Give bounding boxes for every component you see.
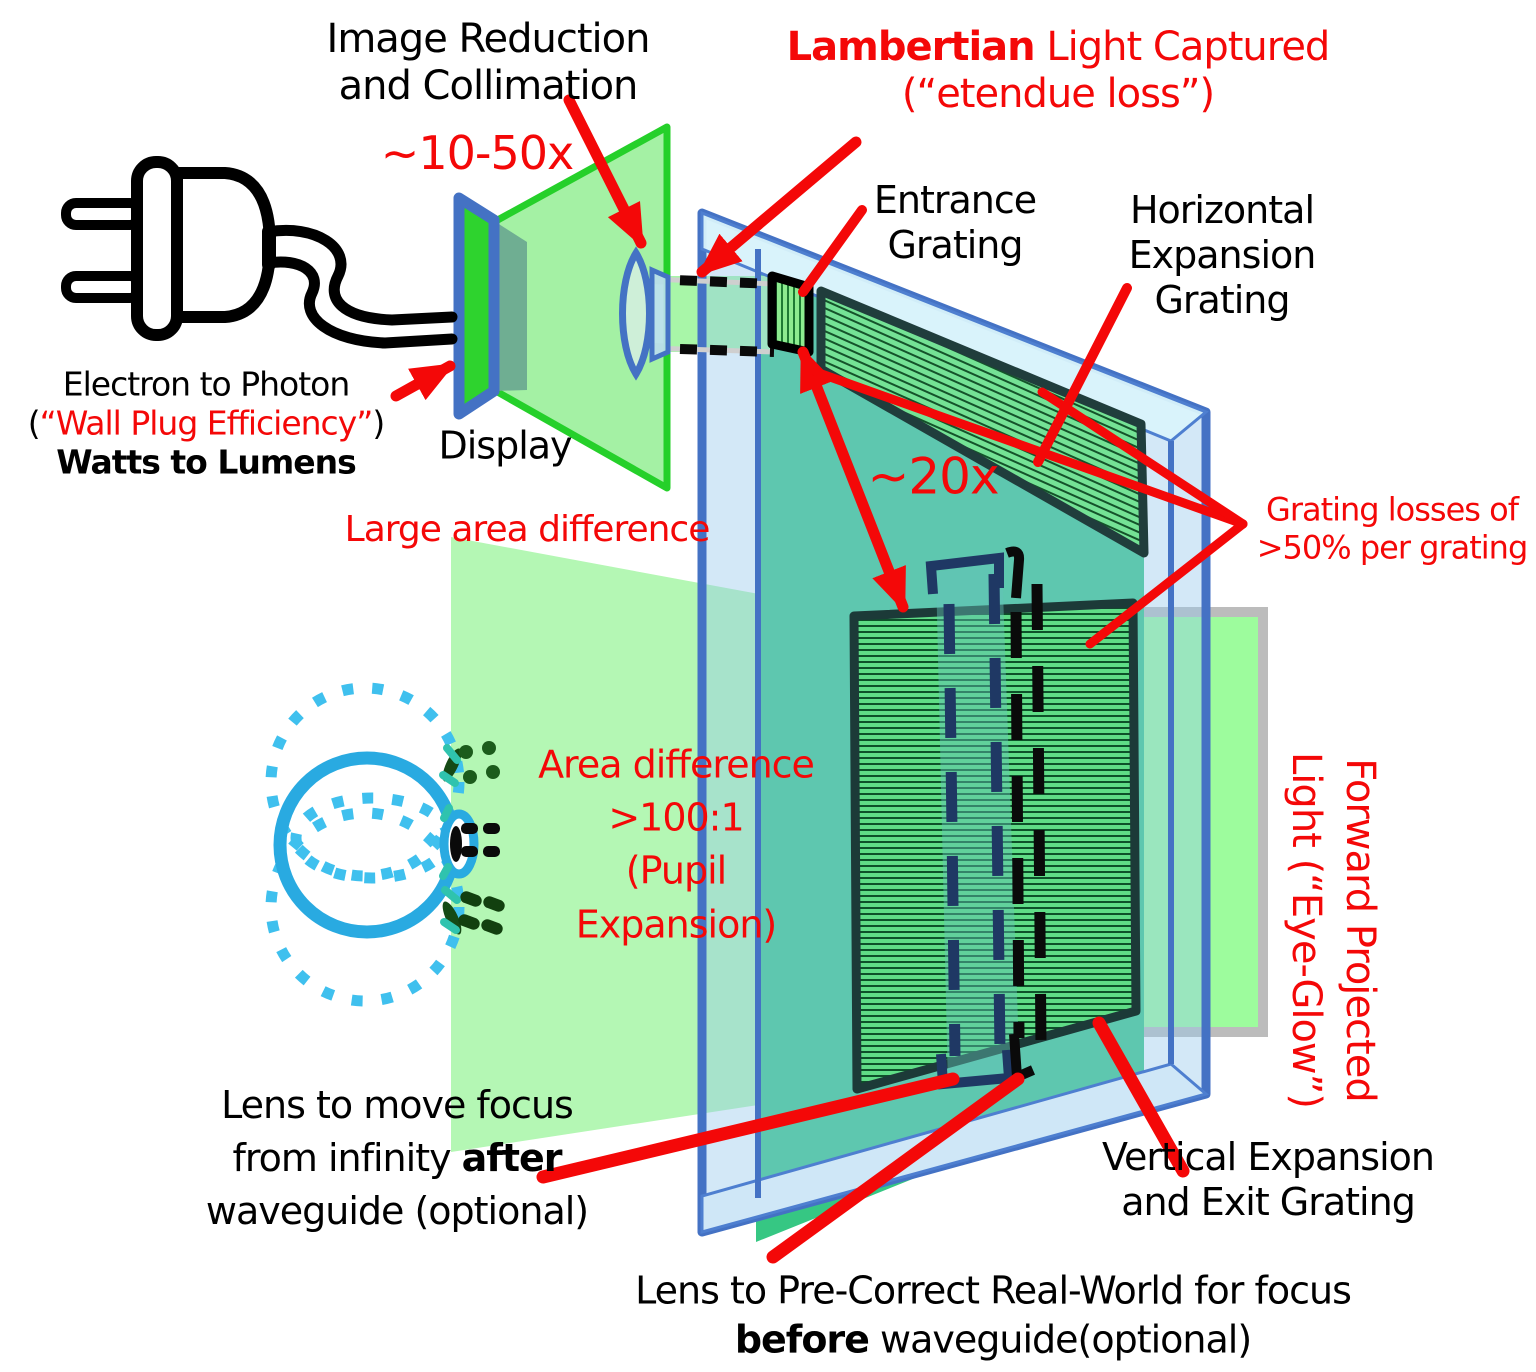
arrow-entrance-grating-pointer [798,205,867,297]
entrance-grating-label: Entrance Grating [873,178,1037,267]
watts-to-lumens-label: Watts to Lumens [56,442,357,482]
wall-plug-efficiency-label: “Wall Plug Efficiency” [39,403,374,443]
display-panel [453,192,500,420]
plug-body [171,167,276,323]
pupil-center-dashes [461,823,500,857]
etendue-loss-label: (“etendue loss”) [901,71,1215,117]
arrow-grating-losses-vertical [1085,519,1248,649]
arrow-lens-after-pointer [536,1072,960,1184]
arrow-vertical-grating-pointer [1092,1016,1190,1178]
gaze-direction-marks [439,744,461,934]
pupil-upper-dots [459,741,500,784]
eye-icon [265,682,505,1007]
power-cord-lower [262,256,458,349]
eyeball-outline [273,751,461,939]
pupil-center [450,826,462,862]
vertical-grating-label: Vertical Expansion and Exit Grating [1102,1135,1435,1224]
large-area-difference-label: Large area difference [344,508,711,550]
collimated-beam-tube [649,274,775,357]
lens-element-2 [649,266,671,363]
eye-position-dotted-lower [265,807,465,1007]
eye-position-dotted-upper [265,682,465,882]
expansion-factor-label: ~20x [867,447,999,506]
eyebox-projection-cone [451,537,856,1152]
pupil-lower-dashes [458,891,505,935]
arrow-image-reduction-to-lens [563,94,647,249]
grating-losses-label: Grating losses of >50% per grating [1256,490,1529,566]
lambertian-bold: Lambertian [786,23,1036,70]
plug-prong-top [61,198,145,230]
pupil-tube-bottom-bracket [936,1049,1015,1090]
beam-tube-dashed-top [649,274,775,289]
power-plug-icon [61,156,458,349]
collimated-beam-fill [650,276,774,352]
power-cord-upper [262,225,458,326]
forward-projected-label: Forward Projected Light (“Eye-Glow”) [1283,752,1383,1108]
after-bold: after [461,1136,563,1181]
pupil-replication-tube [925,546,1047,1090]
display-side-face [494,221,527,391]
arrow-grating-losses-horizontal [1037,387,1248,529]
lens-before-label: Lens to Pre-Correct Real-World for focus… [635,1268,1352,1362]
beam-tube-dashed-bottom [649,343,775,357]
pupil-tube-top-hook [1005,546,1025,599]
arrow-20x-double [797,346,909,613]
pupil-dashed-line-navy-1 [943,603,961,1057]
annotation-arrows [390,94,1248,1264]
arrow-horizontal-grating-pointer [1033,283,1132,467]
display-label: Display [438,423,572,468]
plug-faceplate [131,156,183,341]
reduction-factor-label: ~10-50x [380,125,574,180]
arrow-lens-before-pointer [766,1072,1025,1264]
image-reduction-label: Image Reduction and Collimation [326,15,651,109]
plug-prong-bottom [61,271,145,303]
before-bold: before [734,1318,870,1362]
eyeglow-panel [1132,607,1268,1037]
lambertian-label: Lambertian Light Captured (“etendue loss… [786,23,1331,118]
collimation-lens-icon [619,246,671,381]
lens-element-1 [619,246,653,381]
arrow-electron-photon-to-display [390,360,456,402]
lambertian-rest: Light Captured [1034,23,1330,70]
eye-rotation-dotted-ellipse [290,792,454,884]
arrow-lambertian-to-beam [696,136,862,278]
pupil-tube-top-bracket [925,552,1004,595]
arrow-grating-losses-entrance [811,367,1248,529]
horizontal-grating-label: Horizontal Expansion Grating [1128,187,1317,322]
pupil-dashed-line-black-1 [1010,611,1025,1039]
electron-photon-label: Electron to Photon (“Wall Plug Efficienc… [27,364,385,482]
area-difference-label: Area difference >100:1 (Pupil Expansion) [538,742,815,947]
lens-after-label: Lens to move focus from infinity after w… [205,1083,589,1234]
